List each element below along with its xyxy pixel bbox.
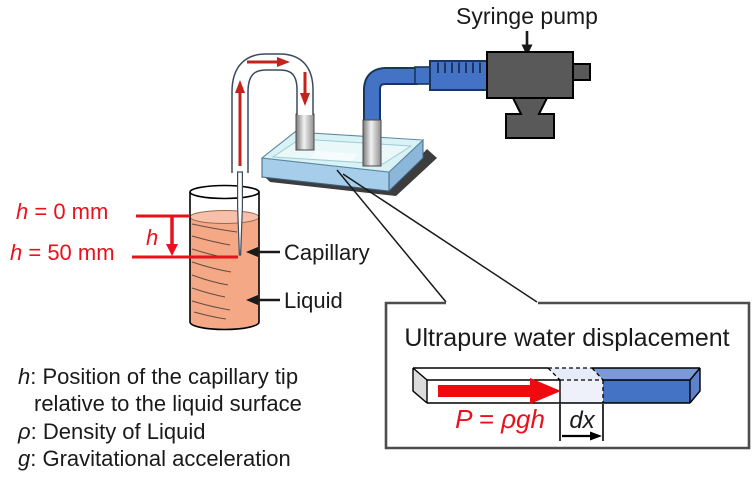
channel-bar: [412, 367, 701, 404]
callout-line-left: [336, 169, 447, 303]
inset-border: [384, 301, 751, 450]
pump-stand: [505, 97, 555, 139]
inset-title: Ultrapure water displacement: [404, 324, 729, 352]
flow-arrow-up-icon: [235, 80, 245, 166]
syringe-tip: [414, 66, 432, 85]
legend-line-rho: ρ: Density of Liquid: [17, 419, 205, 444]
beaker-liquid: [190, 217, 259, 330]
inset-box: Ultrapure water displacement: [384, 301, 751, 450]
capillary-arrow-icon: [246, 247, 280, 257]
displaced-section-top: [548, 368, 603, 380]
displaced-section-front: [560, 380, 603, 403]
legend: h: Position of the capillary tip relativ…: [17, 364, 302, 471]
flow-arrow-down-icon: [300, 72, 310, 106]
capillary-needle: [237, 171, 243, 256]
liquid-arrow-icon: [246, 295, 280, 305]
pump-side-knob: [572, 63, 591, 81]
legend-line-g: g: Gravitational acceleration: [18, 446, 291, 471]
channel-solid-edges: [412, 367, 701, 404]
outlet-section-front: [603, 380, 690, 403]
dx-measure: dx: [559, 404, 604, 441]
h-annotations: h = 0 mm h = 50 mm h: [10, 199, 238, 265]
syringe: [414, 60, 489, 91]
capillary-u-tube: [231, 53, 314, 173]
liquid-surface: [189, 210, 260, 224]
liquid-label: Liquid: [284, 288, 343, 313]
legend-line-h: h: Position of the capillary tip: [18, 364, 298, 389]
h-distance-arrow-icon: [166, 216, 178, 256]
h0-label: h = 0 mm: [16, 199, 108, 224]
syringe-pump-label: Syringe pump: [456, 3, 598, 29]
capillary-callout: Capillary: [246, 240, 370, 265]
legend-line-h2: relative to the liquid surface: [34, 391, 302, 416]
beaker: [189, 184, 260, 331]
tubing: [363, 67, 418, 123]
pressure-formula: P = ρgh: [455, 404, 545, 434]
displaced-section-dashed-edges: [547, 367, 604, 403]
flow-arrow-right-icon: [247, 57, 290, 67]
h-label: h: [146, 225, 158, 250]
chip-port-right: [362, 119, 382, 167]
callout-line-right: [342, 173, 538, 303]
pump-pointer-arrow-icon: [521, 31, 533, 56]
syringe-graduation-ticks: [437, 62, 481, 73]
water-section-top: [413, 368, 560, 380]
outlet-section-top: [592, 368, 700, 380]
liquid-callout: Liquid: [246, 288, 343, 313]
chip-channel: [310, 151, 358, 161]
pressure-arrow-icon: [438, 378, 561, 404]
capillary-label: Capillary: [284, 240, 370, 265]
channel-right-face: [690, 368, 700, 403]
syringe-pump-body: [486, 51, 591, 139]
chip-port-left: [295, 113, 315, 151]
channel-left-face: [413, 368, 427, 403]
beaker-graduations: [191, 223, 238, 320]
h50-label: h = 50 mm: [10, 240, 115, 265]
dx-label: dx: [569, 407, 595, 434]
chip-shadow: [265, 149, 437, 196]
